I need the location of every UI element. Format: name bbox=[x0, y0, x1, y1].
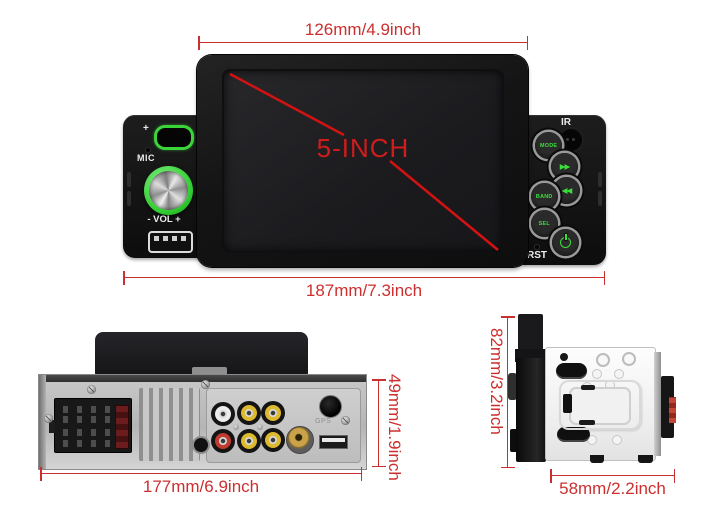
screen-size-label: 5-INCH bbox=[316, 133, 410, 163]
pin-row bbox=[63, 429, 113, 436]
dimension-rear-height: 49mm/1.9inch bbox=[385, 374, 404, 481]
dimension-line-rear-width bbox=[40, 467, 362, 481]
gps-label: GPS bbox=[315, 418, 332, 425]
ir-receiver-icon bbox=[560, 129, 582, 151]
rca-jack-yellow bbox=[237, 429, 261, 453]
rca-jack-yellow bbox=[237, 401, 261, 425]
screen: 5-INCH bbox=[222, 69, 504, 253]
dimension-line-rear-height bbox=[372, 379, 386, 467]
bracket-slot bbox=[598, 172, 602, 187]
rca-jack-white bbox=[211, 402, 235, 426]
usb-port-rear bbox=[319, 435, 348, 449]
screen-edge bbox=[518, 314, 543, 352]
dimension-side-height: 82mm/3.2inch bbox=[487, 328, 506, 435]
chassis-foot bbox=[638, 455, 653, 463]
lock-tab bbox=[563, 394, 572, 413]
dimension-screen-width: 126mm/4.9inch bbox=[304, 20, 422, 39]
panel-profile bbox=[510, 429, 518, 452]
reset-label: RST bbox=[527, 250, 547, 261]
volume-knob bbox=[144, 166, 193, 215]
front-panel-edge bbox=[516, 358, 546, 462]
mount-hole bbox=[622, 352, 636, 366]
knob-profile bbox=[508, 373, 517, 400]
pin-row bbox=[63, 406, 113, 413]
reset-hole bbox=[535, 245, 539, 249]
ir-label: IR bbox=[561, 117, 571, 128]
dimension-line-front-width bbox=[123, 271, 605, 285]
antenna-jack bbox=[286, 426, 314, 454]
rca-jack-red bbox=[211, 429, 235, 453]
chassis-foot bbox=[590, 455, 604, 463]
front-right-panel: IR MODE ▶▶ ◀◀ BAND SEL RST bbox=[523, 115, 606, 265]
volume-label: - VOL + bbox=[147, 214, 181, 225]
mount-hole bbox=[612, 435, 622, 445]
dimension-rear-width: 177mm/6.9inch bbox=[142, 477, 260, 496]
bracket-slot bbox=[127, 191, 131, 206]
mini-screw bbox=[257, 424, 263, 430]
rear-chassis: GPS bbox=[38, 374, 367, 470]
iso-connector bbox=[49, 398, 132, 453]
aux-connector bbox=[194, 438, 208, 452]
screw bbox=[341, 416, 350, 425]
mount-hole bbox=[614, 369, 624, 379]
screen-bezel: 5-INCH bbox=[197, 55, 528, 267]
volume-knob-metal bbox=[149, 171, 188, 210]
band-button: BAND bbox=[531, 183, 558, 210]
pin-row bbox=[63, 416, 113, 423]
band-button-label: BAND bbox=[536, 193, 553, 200]
mount-slot bbox=[556, 363, 587, 379]
bracket-slot bbox=[598, 191, 602, 206]
fuse-profile bbox=[669, 397, 676, 423]
screw bbox=[87, 385, 96, 394]
dimension-line-screen-width bbox=[198, 36, 528, 50]
chassis-tab bbox=[192, 367, 227, 375]
rca-jack-yellow bbox=[261, 428, 285, 452]
mount-hole bbox=[592, 369, 602, 379]
fast-forward-button: ▶▶ bbox=[551, 153, 578, 180]
mic-hole bbox=[146, 148, 150, 152]
power-button bbox=[552, 229, 579, 256]
stamp-mark bbox=[581, 385, 595, 390]
fuse-holder bbox=[115, 405, 129, 449]
pin-row bbox=[63, 440, 113, 447]
mini-screw bbox=[233, 424, 239, 430]
diagonal-arrow bbox=[229, 72, 499, 251]
mic-plus-label: + bbox=[143, 123, 149, 134]
front-left-panel: + MIC - VOL + bbox=[123, 115, 205, 258]
chassis-left-edge bbox=[39, 375, 46, 469]
mode-button-label: MODE bbox=[539, 142, 558, 149]
connector-notch bbox=[49, 420, 55, 433]
bracket-slot bbox=[127, 172, 131, 187]
screw bbox=[44, 414, 53, 423]
stamped-panel bbox=[559, 380, 641, 430]
dimension-side-depth: 58mm/2.2inch bbox=[559, 479, 666, 498]
dimension-line-side-height bbox=[501, 316, 515, 468]
stamp-mark bbox=[579, 420, 595, 425]
rca-jack-yellow bbox=[261, 401, 285, 425]
screw bbox=[201, 380, 210, 389]
fast-forward-icon: ▶▶ bbox=[559, 161, 571, 171]
rewind-icon: ◀◀ bbox=[561, 185, 573, 195]
mic-label: MIC bbox=[137, 153, 155, 163]
screw-hole bbox=[560, 353, 568, 361]
gps-antenna-jack bbox=[319, 395, 342, 418]
dimension-front-width: 187mm/7.3inch bbox=[305, 281, 423, 300]
mount-slot bbox=[557, 427, 590, 442]
mount-hole bbox=[596, 353, 610, 367]
side-chassis bbox=[545, 347, 656, 461]
rear-edge-strip bbox=[654, 352, 661, 456]
oval-button bbox=[154, 125, 194, 150]
select-button: SEL bbox=[531, 210, 558, 237]
stamped-inner bbox=[569, 387, 631, 425]
dimension-line-side-depth bbox=[550, 469, 675, 483]
usb-port-front bbox=[148, 231, 193, 253]
vent-slots bbox=[139, 388, 200, 461]
power-icon bbox=[560, 237, 571, 248]
select-button-label: SEL bbox=[538, 220, 551, 227]
